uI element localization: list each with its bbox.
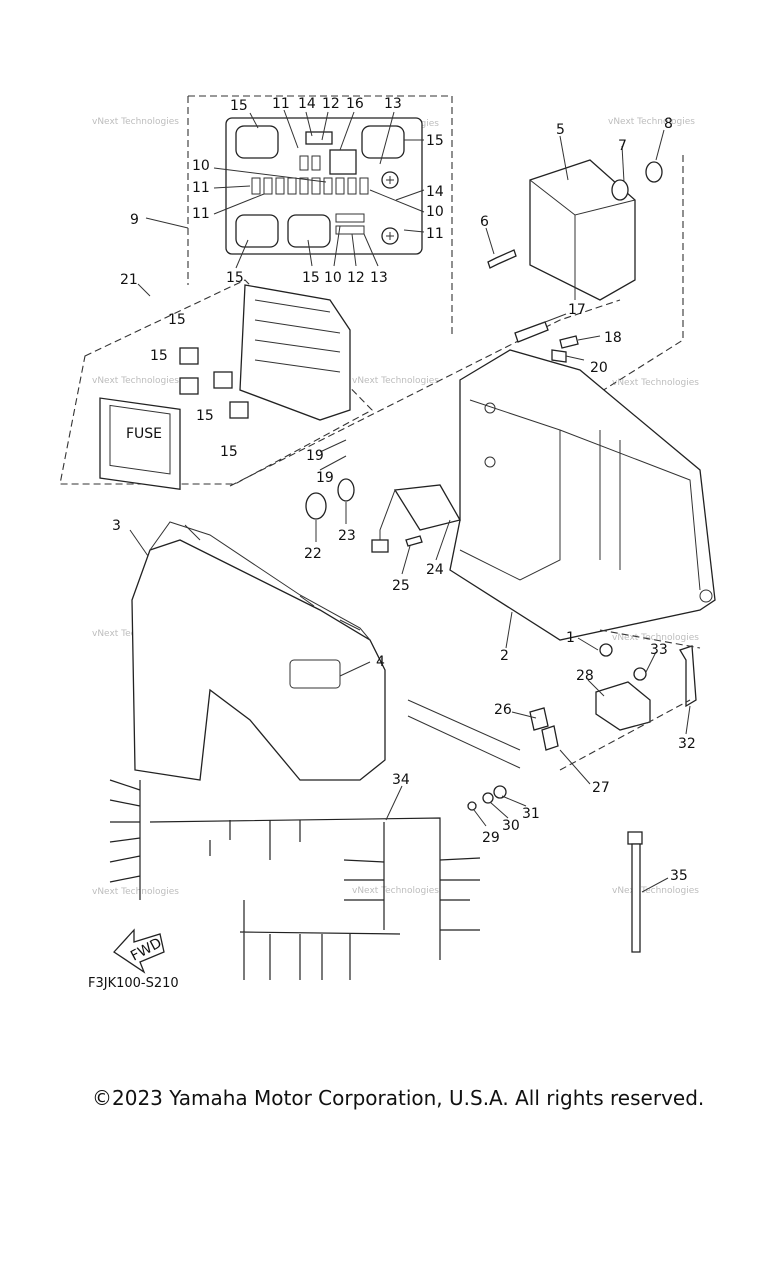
electrical-box-cover (131, 521, 386, 781)
callout-32: 32 (678, 736, 696, 752)
leader-lines (129, 109, 691, 893)
callout-23: 23 (338, 528, 356, 544)
callout-19: 19 (316, 470, 334, 486)
callout-1: 1 (566, 630, 575, 646)
callout-18: 18 (604, 330, 622, 346)
fwd-arrow-icon: FWD (113, 928, 165, 974)
callout-3: 3 (112, 518, 121, 534)
callout-27: 27 (592, 780, 610, 796)
callout-9: 9 (130, 212, 139, 228)
callout-15: 15 (150, 348, 168, 364)
watermark: vNext Technologies (92, 376, 179, 386)
callout-11: 11 (192, 180, 210, 196)
callout-22: 22 (304, 546, 322, 562)
watermark: vNext Technologies (92, 887, 179, 897)
callout-15: 15 (220, 444, 238, 460)
fuse-box-inset (187, 95, 453, 336)
tray-guide-line (229, 299, 621, 487)
callout-26: 26 (494, 702, 512, 718)
callout-2: 2 (500, 648, 509, 664)
wire-harness (109, 779, 481, 980)
callout-14: 14 (426, 184, 444, 200)
callout-10: 10 (192, 158, 210, 174)
callout-15: 15 (302, 270, 320, 286)
relay-bracket (595, 643, 697, 731)
watermark: vNext Technologies (352, 376, 439, 386)
callout-20: 20 (590, 360, 608, 376)
watermark: vNext Technologies (352, 886, 439, 896)
callout-17: 17 (568, 302, 586, 318)
callout-25: 25 (392, 578, 410, 594)
watermark: vNext Technologies (608, 117, 695, 127)
callout-21: 21 (120, 272, 138, 288)
callout-10: 10 (426, 204, 444, 220)
callout-33: 33 (650, 642, 668, 658)
callout-labels: 15 11 14 12 16 13 15 10 11 14 11 10 9 11… (112, 96, 696, 884)
callout-13: 13 (384, 96, 402, 112)
callout-7: 7 (618, 138, 627, 154)
callout-28: 28 (576, 668, 594, 684)
electrical-tray (449, 349, 716, 641)
diagram-code: F3JK100-S210 (88, 976, 179, 991)
callout-11: 11 (426, 226, 444, 242)
callout-16: 16 (346, 96, 364, 112)
ecu-module (487, 159, 663, 301)
grommets-and-rectifier (305, 478, 461, 553)
callout-15: 15 (168, 312, 186, 328)
callout-10: 10 (324, 270, 342, 286)
fuse-slots (251, 155, 369, 235)
callout-31: 31 (522, 806, 540, 822)
callout-11: 11 (272, 96, 290, 112)
watermark: vNext Technologies (612, 633, 699, 643)
callout-14: 14 (298, 96, 316, 112)
callout-15: 15 (426, 133, 444, 149)
watermark: vNext Technologies (612, 378, 699, 388)
callout-4: 4 (376, 654, 385, 670)
copyright-notice: ©2023 Yamaha Motor Corporation, U.S.A. A… (92, 1086, 705, 1110)
callout-13: 13 (370, 270, 388, 286)
cable-tie (627, 831, 643, 953)
bracket-assembly (514, 321, 579, 363)
callout-15: 15 (196, 408, 214, 424)
callout-15: 15 (226, 270, 244, 286)
callout-5: 5 (556, 122, 565, 138)
callout-6: 6 (480, 214, 489, 230)
battery-leads (407, 699, 559, 811)
fuse-box-exploded: FUSE (59, 279, 373, 491)
relay-guide-line (559, 629, 701, 771)
callout-29: 29 (482, 830, 500, 846)
callout-30: 30 (502, 818, 520, 834)
callout-11: 11 (192, 206, 210, 222)
callout-12: 12 (322, 96, 340, 112)
callout-19: 19 (306, 448, 324, 464)
watermark: vNext Technologies (612, 886, 699, 896)
callout-34: 34 (392, 772, 410, 788)
callout-15: 15 (230, 98, 248, 114)
fuse-label: FUSE (126, 426, 162, 442)
callout-12: 12 (347, 270, 365, 286)
callout-24: 24 (426, 562, 444, 578)
watermark: vNext Technologies (92, 117, 179, 127)
callout-35: 35 (670, 868, 688, 884)
callout-8: 8 (664, 116, 673, 132)
